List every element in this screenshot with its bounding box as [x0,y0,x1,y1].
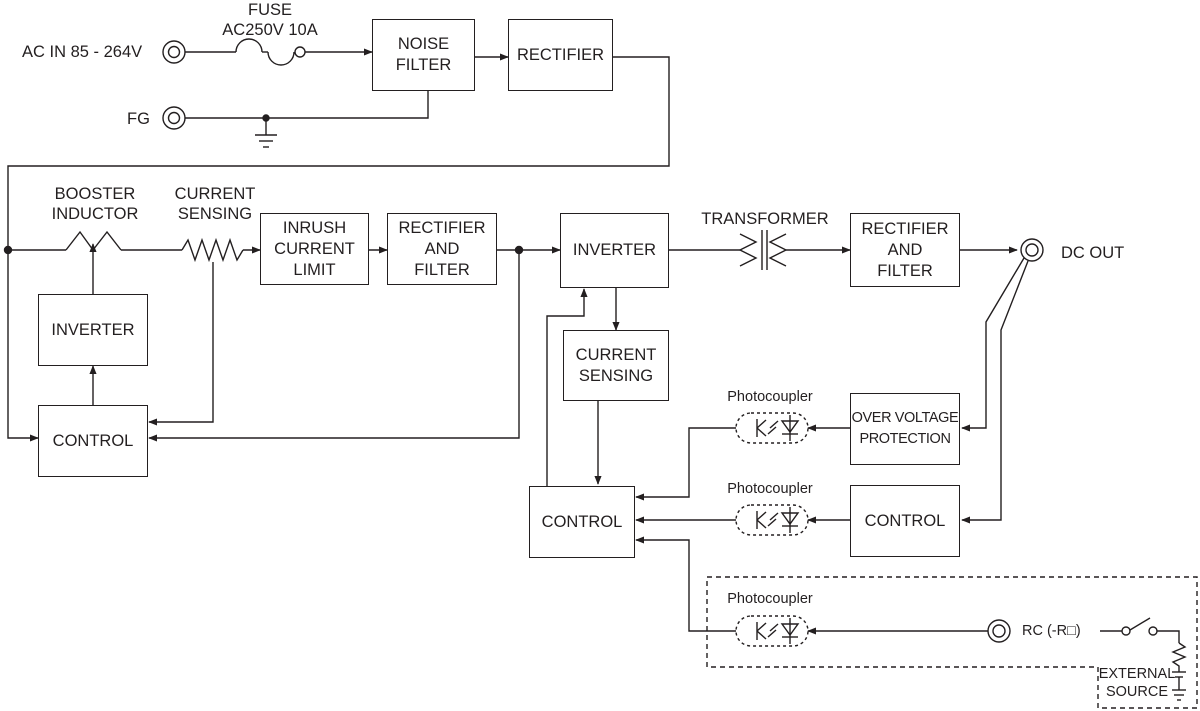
control-main-block: CONTROL [529,486,635,558]
rc-label: RC (-R□) [1022,623,1081,639]
photocoupler-symbol-1 [735,412,809,444]
external-source-label: EXTERNAL SOURCE [1098,666,1176,700]
transformer-label: TRANSFORMER [701,210,829,228]
external-region-outline [706,576,1198,709]
booster-inductor-label: BOOSTER INDUCTOR [51,185,139,223]
dc-out-terminal [1020,238,1044,262]
noise-filter-block: NOISE FILTER [372,19,475,91]
fg-label: FG [127,110,150,128]
inverter-main-block: INVERTER [560,213,669,288]
current-sense-resistor-symbol [181,237,244,263]
battery-icon [1172,671,1186,701]
photocoupler-label-3: Photocoupler [727,591,813,607]
control-right-block: CONTROL [850,485,960,557]
rectifier-block: RECTIFIER [508,19,613,91]
ac-in-label: AC IN 85 - 264V [22,43,143,61]
rc-terminal [987,619,1011,643]
ground-icon [255,118,277,148]
dc-out-label: DC OUT [1061,244,1125,262]
over-voltage-protection-block: OVER VOLTAGE PROTECTION [850,393,960,465]
rectifier-and-filter-block-2: RECTIFIER AND FILTER [850,213,960,287]
transformer-symbol [738,230,788,270]
photocoupler-label-1: Photocoupler [727,389,813,405]
rectifier-and-filter-block-1: RECTIFIER AND FILTER [387,213,497,285]
photocoupler-symbol-3 [735,615,809,647]
current-sensing-block: CURRENT SENSING [563,330,669,401]
fuse-label: FUSE AC250V 10A [222,1,318,39]
switch-icon [1129,617,1158,636]
photocoupler-symbol-2 [735,504,809,536]
control-left-block: CONTROL [38,405,148,477]
current-sensing-label: CURRENT SENSING [174,185,256,223]
inverter-left-block: INVERTER [38,294,148,366]
inrush-current-limit-block: INRUSH CURRENT LIMIT [260,213,369,285]
external-resistor-symbol [1171,642,1187,672]
fuse-symbol [235,38,295,66]
photocoupler-label-2: Photocoupler [727,481,813,497]
